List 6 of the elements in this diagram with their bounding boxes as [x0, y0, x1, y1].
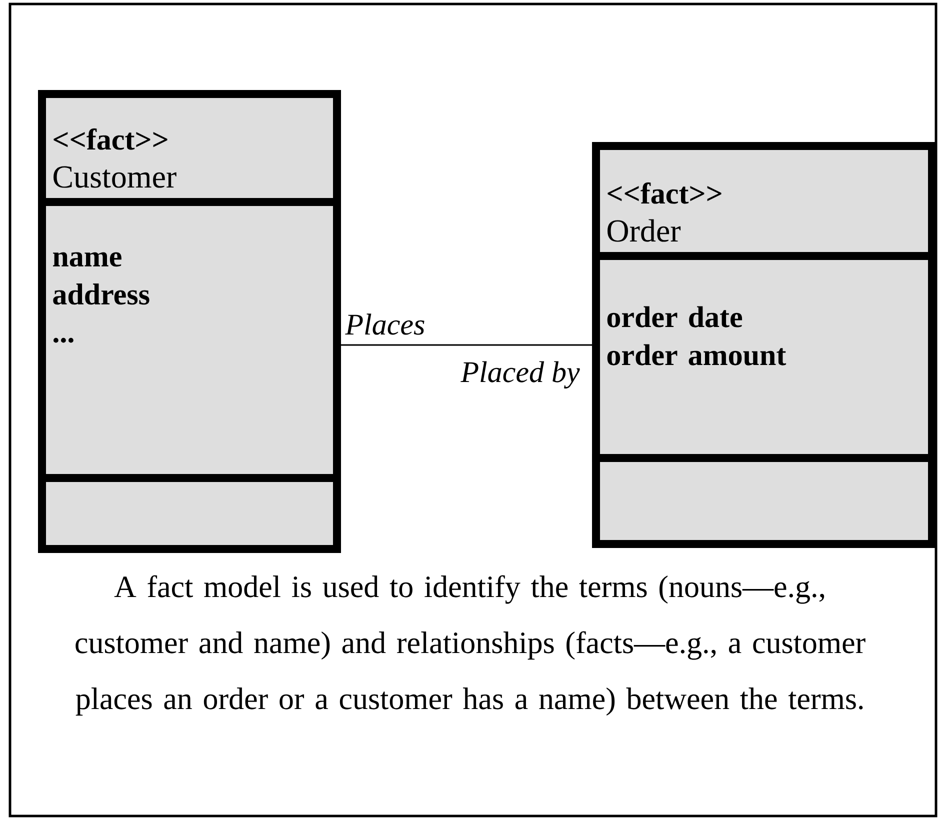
class-box: <<fact>> Order order date order amount: [592, 142, 936, 548]
caption: A fact model is used to identify the terms (nouns—e.g., customer and name) and relationships (facts—e.g., a customer places an order or a customer has a name) between the terms.: [76, 575, 866, 716]
class-box: <<fact>> Customer name address ...: [38, 90, 341, 553]
edge-label: Places: [345, 314, 424, 335]
role-label: Placed by: [460, 361, 580, 388]
association-line: [341, 344, 592, 346]
